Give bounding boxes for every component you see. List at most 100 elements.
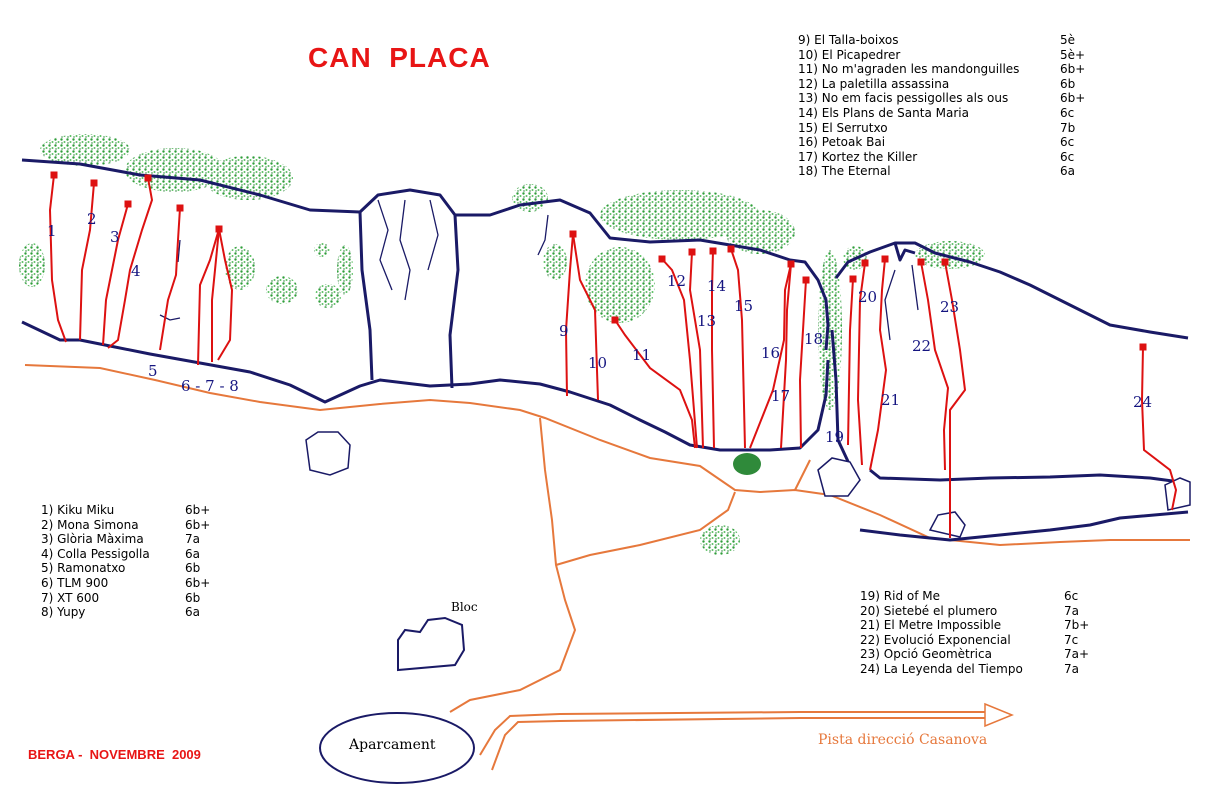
route-number: 5 [148,362,158,380]
legend-entry: 8) Yupy 6a [41,605,241,620]
route-name: 1) Kiku Miku [41,503,115,517]
cliff-base-line [859,510,1189,542]
cliff-pillar [448,214,460,389]
route-number: 3 [110,228,120,246]
route-grade: 6c [1060,135,1075,150]
route-name: 7) XT 600 [41,590,100,605]
route-anchor [90,179,98,187]
route-anchor [941,258,949,266]
vegetation [19,134,985,555]
route-name: 18) The Eternal [798,164,891,179]
route-line [48,174,67,343]
route-name: 12) La paletilla assassina [798,76,950,91]
route-grade: 6c [1060,105,1075,120]
route-number: 10 [588,354,608,372]
route-number: 14 [707,277,727,295]
route-grade: 6a [185,605,200,620]
route-grade: 7b+ [1064,618,1090,633]
route-number: 6 - 7 - 8 [181,377,239,395]
parking-label: Aparcament [349,737,436,753]
legend-entry: 7) XT 600 6b [41,591,241,606]
route-line [798,279,807,449]
bloc-boulder [397,616,466,672]
rock-crack [159,314,181,321]
rock-crack [399,199,411,301]
route-number: 18 [804,330,824,348]
path-segment [555,491,736,566]
route-grade: 7b [1060,120,1076,135]
route-anchor [688,248,696,256]
vegetation-patch [700,525,740,555]
route-line [730,248,746,449]
vegetation-patch [225,246,255,290]
route-name: 22) Evolució Exponencial [860,632,1011,647]
route-name: 8) Yupy [41,605,86,620]
route-name: 15) El Serrutxo [798,120,888,135]
rock-crack [537,214,549,256]
vegetation-patch [314,243,330,257]
vegetation-patch [337,245,353,295]
route-anchor [917,258,925,266]
route-grade: 7a [1064,661,1079,676]
route-number: 19 [825,428,845,446]
route-grade: 7a [185,532,200,547]
legend-entry: 3) Glòria Màxima 7a [41,532,241,547]
rock-crack [427,199,439,271]
route-line [920,261,950,471]
track-road [479,711,985,756]
vegetation-patch [600,190,760,240]
boulder [817,457,861,497]
route-anchor [124,200,132,208]
route-grade: 6a [1060,164,1075,179]
route-grade: 5è [1060,33,1076,47]
track-arrow [984,702,1014,728]
route-anchor [50,171,58,179]
track-label: Pista direcció Casanova [818,732,988,748]
track-road [491,717,985,771]
route-grade: 7a+ [1064,647,1090,662]
route-line [159,207,181,351]
rock-details [159,199,919,341]
route-anchor [1139,343,1147,351]
route-line [711,250,715,449]
route-line [614,319,696,449]
cliff-pillar [830,329,854,471]
vegetation-patch [19,243,45,287]
route-line [564,233,574,397]
route-name: 6) TLM 900 [41,575,109,590]
route-anchor [861,259,869,267]
route-name: 2) Mona Simona [41,517,139,532]
route-line [572,233,599,401]
route-grade: 6b+ [185,503,211,517]
route-name: 3) Glòria Màxima [41,532,144,547]
route-grade: 6b+ [185,517,211,532]
route-number: 17 [771,387,791,405]
route-line [856,262,866,466]
route-line [107,177,154,349]
route-grade: 5è+ [1060,47,1086,62]
route-anchor [658,255,666,263]
route-number: 15 [734,297,754,315]
route-line [869,258,888,471]
route-grade: 6b [185,590,201,605]
route-number: 9 [559,322,569,340]
route-anchor [144,174,152,182]
cliff-top-line [21,158,830,351]
cliff-pillar [893,242,916,262]
route-name: 19) Rid of Me [860,589,940,603]
route-line [847,278,854,446]
